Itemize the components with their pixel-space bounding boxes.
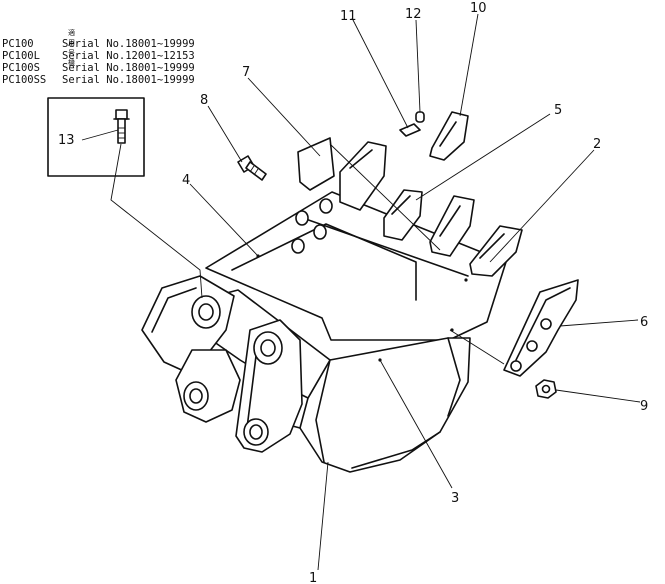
tooth-adapter bbox=[383, 189, 423, 241]
callout-7: 7 bbox=[242, 65, 250, 80]
wear-plate bbox=[297, 137, 335, 191]
model-name: PC100 bbox=[2, 38, 34, 50]
callout-13: 13 bbox=[58, 133, 75, 148]
serial-range: Serial No.18001~19999 bbox=[62, 38, 195, 50]
side-cutter-plate bbox=[503, 279, 579, 377]
model-name: PC100L bbox=[2, 50, 40, 62]
serial-range: Serial No.18001~19999 bbox=[62, 62, 195, 74]
pin-icon bbox=[415, 111, 425, 123]
callout-5: 5 bbox=[554, 103, 562, 118]
pin-boss bbox=[183, 295, 283, 446]
applicability-row: PC100L Serial No.12001~12153 bbox=[2, 50, 195, 62]
callout-2: 2 bbox=[593, 137, 601, 152]
callout-10: 10 bbox=[470, 1, 487, 16]
tooth-adapter bbox=[429, 195, 475, 257]
leader-lines bbox=[81, 13, 641, 571]
bolt-holes bbox=[291, 198, 333, 254]
applicability-row: PC100 Serial No.18001~19999 bbox=[2, 38, 195, 50]
bolt-icon bbox=[113, 109, 130, 144]
bucket-side-plates bbox=[141, 275, 303, 453]
tooth-adapter bbox=[469, 225, 523, 277]
bolt-8-icon bbox=[237, 155, 267, 181]
callout-1: 1 bbox=[309, 571, 317, 584]
callout-6: 6 bbox=[640, 315, 648, 330]
callout-4: 4 bbox=[182, 173, 190, 188]
callout-8: 8 bbox=[200, 93, 208, 108]
bucket-tooth bbox=[429, 111, 469, 161]
serial-range: Serial No.12001~12153 bbox=[62, 50, 195, 62]
lock-pin bbox=[399, 123, 421, 137]
applicability-row: PC100S Serial No.18001~19999 bbox=[2, 62, 195, 74]
callout-3: 3 bbox=[451, 491, 459, 506]
serial-range: Serial No.18001~19999 bbox=[62, 74, 195, 86]
callout-11: 11 bbox=[340, 9, 357, 24]
callout-9: 9 bbox=[640, 399, 648, 414]
applicability-heading: 適用号機 bbox=[68, 29, 76, 67]
model-name: PC100S bbox=[2, 62, 40, 74]
applicability-row: PC100SS Serial No.18001~19999 bbox=[2, 74, 195, 86]
callout-12: 12 bbox=[405, 7, 422, 22]
model-name: PC100SS bbox=[2, 74, 47, 86]
nut-icon bbox=[535, 379, 557, 399]
bolt-detail-box bbox=[47, 97, 145, 177]
